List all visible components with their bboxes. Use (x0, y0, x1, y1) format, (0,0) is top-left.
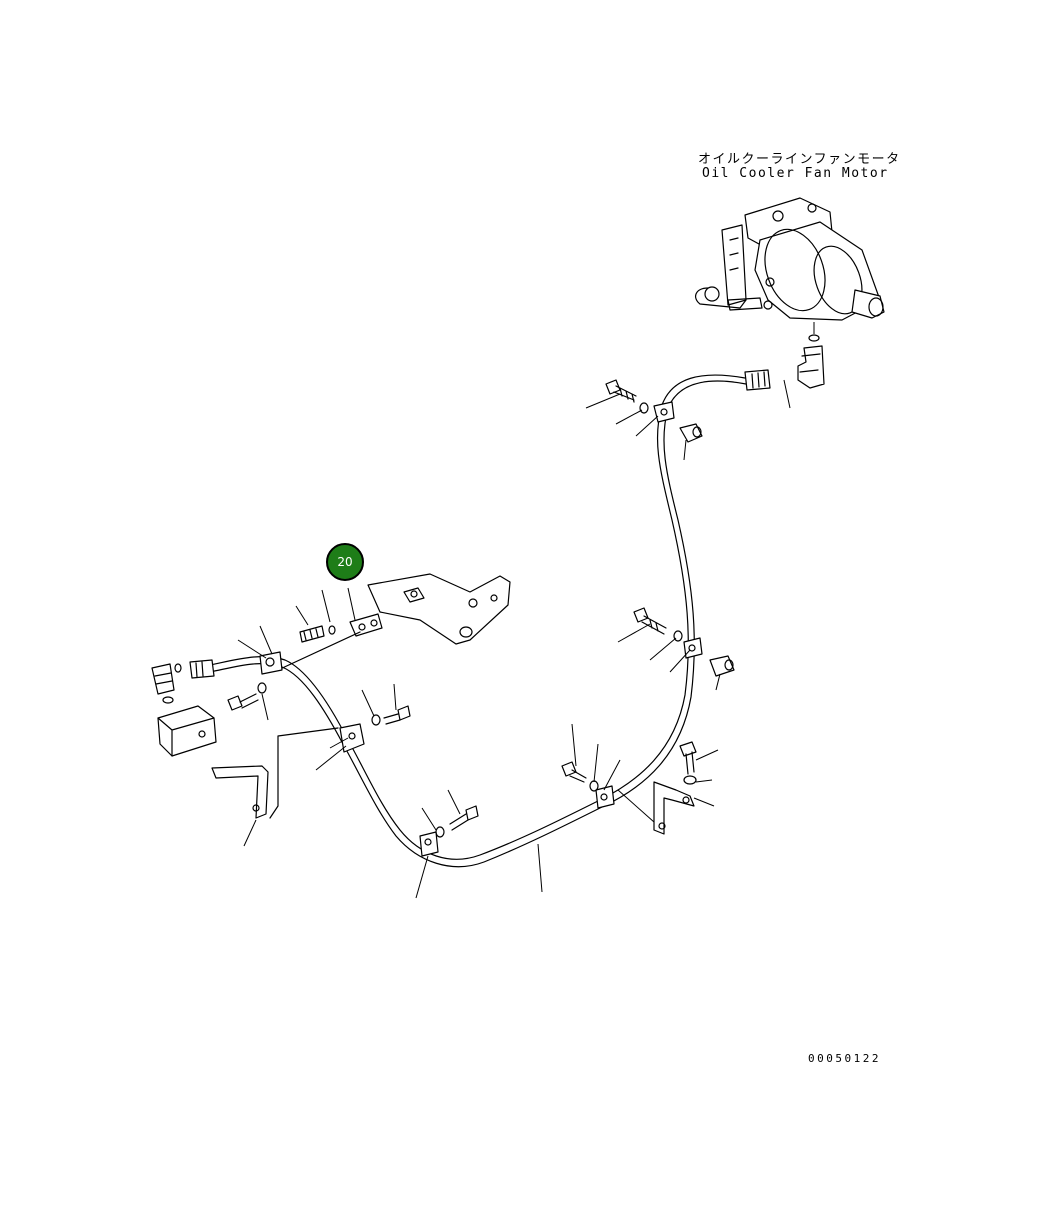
hose-clamps (259, 401, 703, 857)
bracket-assembly-callout-20 (277, 573, 511, 671)
callout-badge-20[interactable]: 20 (326, 543, 364, 581)
fan-motor-illustration (694, 197, 885, 389)
motor-label-japanese: オイルクーラインファンモータ (698, 152, 901, 167)
motor-label-english: Oil Cooler Fan Motor (702, 166, 889, 181)
main-hose (189, 369, 771, 868)
leader-lines (237, 379, 791, 899)
reference-number: 00050122 (808, 1052, 881, 1065)
bolts-and-washers (211, 379, 735, 838)
left-fitting-and-block (151, 663, 217, 757)
